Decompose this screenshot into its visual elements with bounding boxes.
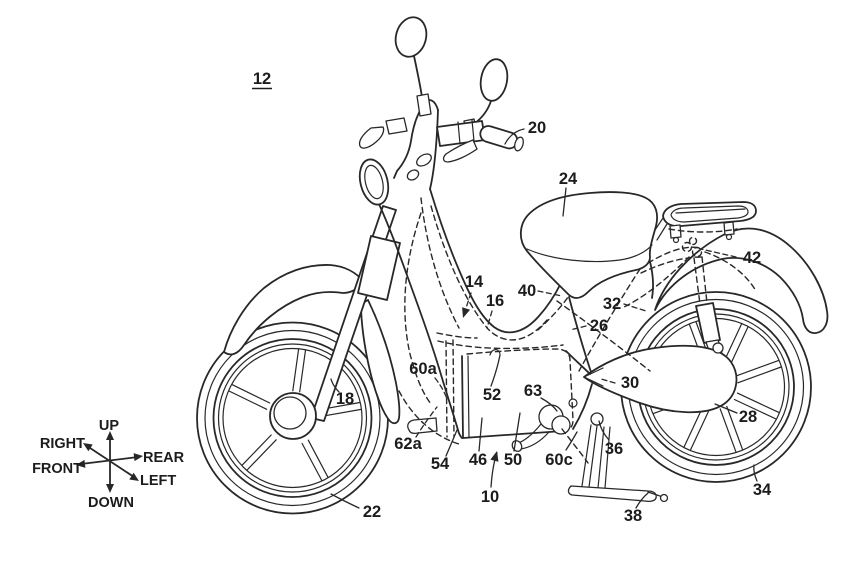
direction-compass: UP DOWN RIGHT FRONT REAR LEFT — [32, 418, 185, 511]
handlebar — [436, 120, 486, 147]
rear-arrow-icon — [133, 453, 143, 462]
right-mirror — [479, 58, 509, 102]
ref-numeral-30: 30 — [621, 374, 639, 392]
compass-down-label: DOWN — [88, 495, 134, 511]
step-through-curve — [429, 188, 562, 334]
ref-numeral-28: 28 — [739, 408, 757, 426]
ref-numeral-63: 63 — [524, 382, 542, 400]
compass-rear-label: REAR — [143, 450, 185, 466]
throttle-grip — [479, 125, 519, 150]
compass-up-label: UP — [99, 418, 119, 434]
ref-numeral-42: 42 — [743, 249, 761, 267]
ref-numeral-54: 54 — [431, 455, 450, 473]
handlebar-assembly — [358, 16, 524, 181]
arrow-10 — [490, 451, 499, 462]
headlight — [358, 158, 390, 206]
front-wheel — [196, 321, 389, 515]
ref-numeral-20: 20 — [528, 119, 546, 137]
ref-numeral-38: 38 — [624, 507, 642, 525]
ref-numeral-40: 40 — [518, 282, 536, 300]
ref-numeral-32: 32 — [603, 295, 621, 313]
ref-numeral-16: 16 — [486, 292, 504, 310]
ref-numeral-60a: 60a — [409, 360, 437, 378]
drive-unit — [511, 398, 578, 452]
ref-numeral-14: 14 — [465, 273, 484, 291]
brake-lever — [442, 139, 478, 163]
leg-shield-edge — [378, 203, 463, 439]
leader-lines — [330, 128, 758, 509]
up-arrow-icon — [106, 431, 114, 440]
ref-numeral-22: 22 — [363, 503, 381, 521]
floor-step — [407, 417, 438, 435]
stand-foot-bar — [567, 485, 657, 503]
body-frame — [358, 99, 654, 439]
compass-right-label: RIGHT — [40, 436, 85, 452]
left-arrow-icon — [129, 472, 139, 481]
compass-front-label: FRONT — [32, 461, 82, 477]
center-stand — [567, 412, 669, 503]
front-mudflap — [360, 299, 401, 425]
hidden-frame-lines — [398, 197, 757, 464]
ref-numeral-50: 50 — [504, 451, 522, 469]
swingarm — [583, 342, 738, 414]
ref-numeral-24: 24 — [559, 170, 578, 188]
ref-numeral-62a: 62a — [394, 435, 422, 453]
right-arrow-icon — [83, 443, 93, 452]
ref-numeral-60c: 60c — [545, 451, 573, 469]
ref-numeral-46: 46 — [469, 451, 487, 469]
ref-numeral-34: 34 — [753, 481, 772, 499]
ref-numeral-52: 52 — [483, 386, 501, 404]
front-arrow-icon — [76, 459, 86, 468]
arrow-14 — [462, 307, 471, 318]
ref-numeral-10: 10 — [481, 488, 499, 506]
reference-labels: 12 20 24 42 14 16 40 32 26 60a 52 63 30 … — [252, 70, 772, 525]
figure-number: 12 — [253, 70, 271, 88]
down-arrow-icon — [106, 484, 114, 493]
left-mirror — [394, 16, 428, 58]
ref-numeral-36: 36 — [605, 440, 623, 458]
rear-rack — [650, 201, 757, 244]
front-fork — [269, 205, 401, 440]
compass-left-label: LEFT — [140, 473, 176, 489]
ref-numeral-18: 18 — [336, 390, 354, 408]
left-lever — [358, 126, 385, 149]
ref-numeral-26: 26 — [590, 317, 608, 335]
seat — [519, 191, 659, 299]
